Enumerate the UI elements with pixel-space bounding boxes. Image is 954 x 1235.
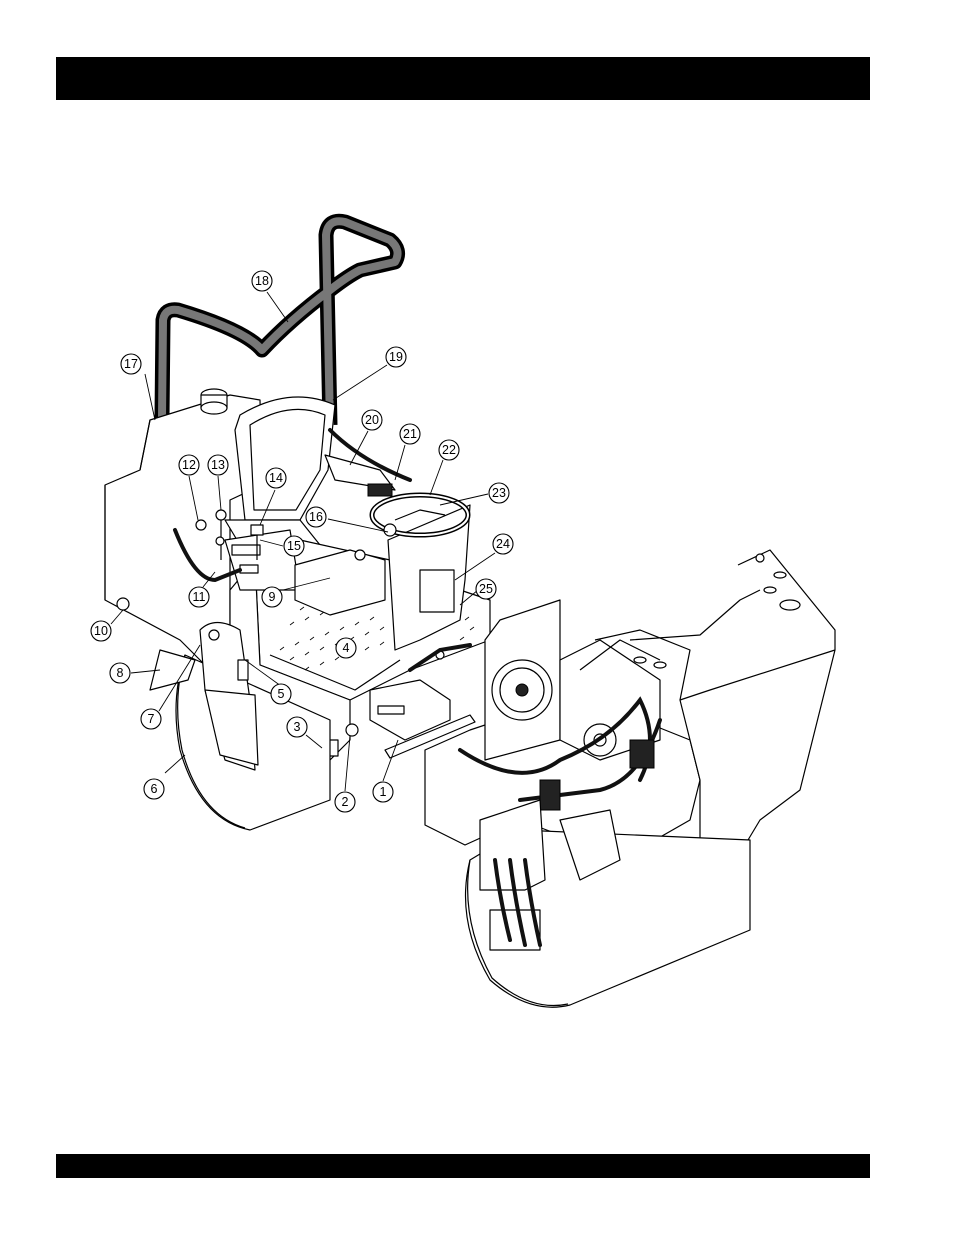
svg-text:7: 7 [148, 712, 155, 726]
callout-12: 12 [179, 455, 199, 475]
callout-8: 8 [110, 663, 130, 683]
callout-20: 20 [362, 410, 382, 430]
callout-10: 10 [91, 621, 111, 641]
svg-text:25: 25 [479, 582, 493, 596]
callout-19: 19 [386, 347, 406, 367]
svg-text:16: 16 [309, 510, 323, 524]
svg-text:9: 9 [269, 590, 276, 604]
callout-22: 22 [439, 440, 459, 460]
callout-25: 25 [476, 579, 496, 599]
svg-text:19: 19 [389, 350, 403, 364]
svg-text:20: 20 [365, 413, 379, 427]
callout-7: 7 [141, 709, 161, 729]
svg-text:12: 12 [182, 458, 196, 472]
svg-text:11: 11 [193, 590, 206, 604]
svg-text:24: 24 [496, 537, 510, 551]
svg-text:18: 18 [255, 274, 269, 288]
svg-text:6: 6 [151, 782, 158, 796]
svg-text:5: 5 [278, 687, 285, 701]
callout-16: 16 [306, 507, 326, 527]
svg-text:3: 3 [294, 720, 301, 734]
svg-text:22: 22 [442, 443, 456, 457]
callout-4: 4 [336, 638, 356, 658]
svg-text:21: 21 [403, 427, 417, 441]
svg-text:2: 2 [342, 795, 349, 809]
callout-21: 21 [400, 424, 420, 444]
svg-text:4: 4 [343, 641, 350, 655]
svg-text:23: 23 [492, 486, 506, 500]
callout-1: 1 [373, 782, 393, 802]
svg-text:1: 1 [380, 785, 387, 799]
callout-11: 11 [189, 587, 209, 607]
svg-text:13: 13 [211, 458, 225, 472]
callout-13: 13 [208, 455, 228, 475]
callout-2: 2 [335, 792, 355, 812]
seat-bracket [325, 430, 410, 496]
callout-17: 17 [121, 354, 141, 374]
callout-3: 3 [287, 717, 307, 737]
callout-9: 9 [262, 587, 282, 607]
svg-text:15: 15 [287, 539, 301, 553]
callout-5: 5 [271, 684, 291, 704]
callout-15: 15 [284, 536, 304, 556]
svg-text:17: 17 [124, 357, 138, 371]
svg-text:8: 8 [117, 666, 124, 680]
callout-23: 23 [489, 483, 509, 503]
callout-24: 24 [493, 534, 513, 554]
svg-text:10: 10 [94, 624, 108, 638]
svg-text:14: 14 [269, 471, 283, 485]
callout-14: 14 [266, 468, 286, 488]
callout-6: 6 [144, 779, 164, 799]
callout-18: 18 [252, 271, 272, 291]
